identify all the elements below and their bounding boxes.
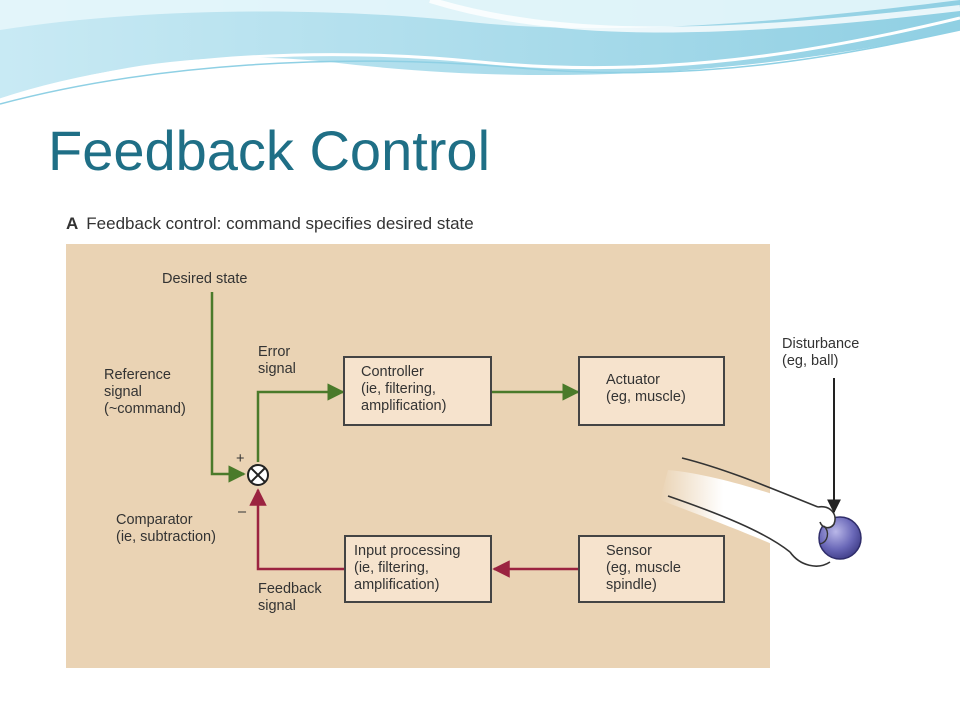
actuator-title: Actuator [606,372,660,388]
comparator-line-2: (ie, subtraction) [116,529,216,545]
sensor-title: Sensor [606,543,652,559]
controller-block: Controller (ie, filtering, amplification… [343,356,492,426]
figure-caption: A Feedback control: command specifies des… [66,214,474,234]
input-processing-line-2: (ie, filtering, [354,560,429,576]
error-signal-line-2: signal [258,361,296,377]
disturbance-label: Disturbance (eg, ball) [782,336,859,370]
sensor-line-2: (eg, muscle [606,560,681,576]
feedback-signal-label: Feedback signal [258,581,322,615]
actuator-line-2: (eg, muscle) [606,389,686,405]
error-signal-label: Error signal [258,344,296,378]
reference-signal-line [210,292,246,483]
reference-signal-line-3: (~command) [104,401,186,417]
slide-title: Feedback Control [48,119,491,182]
sensor-block: Sensor (eg, muscle spindle) [578,535,725,603]
input-processing-title: Input processing [354,543,461,559]
sensor-line-3: spindle) [606,577,657,593]
feedback-signal-line-1: Feedback [258,581,322,597]
feedback-signal-line-2: signal [258,598,296,614]
reference-signal-line-1: Reference [104,367,171,383]
header-waves [0,0,960,105]
feedback-signal-line [249,488,344,571]
disturbance-line-1: Disturbance [782,336,860,352]
desired-state-label: Desired state [162,271,248,287]
comparator-label: Comparator (ie, subtraction) [116,512,216,546]
controller-title: Controller [361,364,424,380]
hand-holding-ball-icon [660,457,862,567]
panel-letter: A [66,214,79,233]
comparator-line-1: Comparator [116,512,193,528]
controller-line-3: amplification) [361,398,447,414]
summing-junction-icon [247,464,269,486]
reference-signal-label: Reference signal (~command) [104,367,186,418]
error-signal-line [256,383,345,462]
diagram-panel [66,244,770,668]
disturbance-line-2: (eg, ball) [782,353,839,369]
reference-signal-line-2: signal [104,384,142,400]
input-processing-line-3: amplification) [354,577,440,593]
actuator-block: Actuator (eg, muscle) [578,356,725,426]
minus-sign: – [238,504,247,520]
error-signal-line-1: Error [258,344,291,360]
caption-text: Feedback control: command specifies desi… [86,214,474,233]
plus-sign: + [236,451,245,467]
input-processing-block: Input processing (ie, filtering, amplifi… [344,535,492,603]
controller-line-2: (ie, filtering, [361,381,436,397]
